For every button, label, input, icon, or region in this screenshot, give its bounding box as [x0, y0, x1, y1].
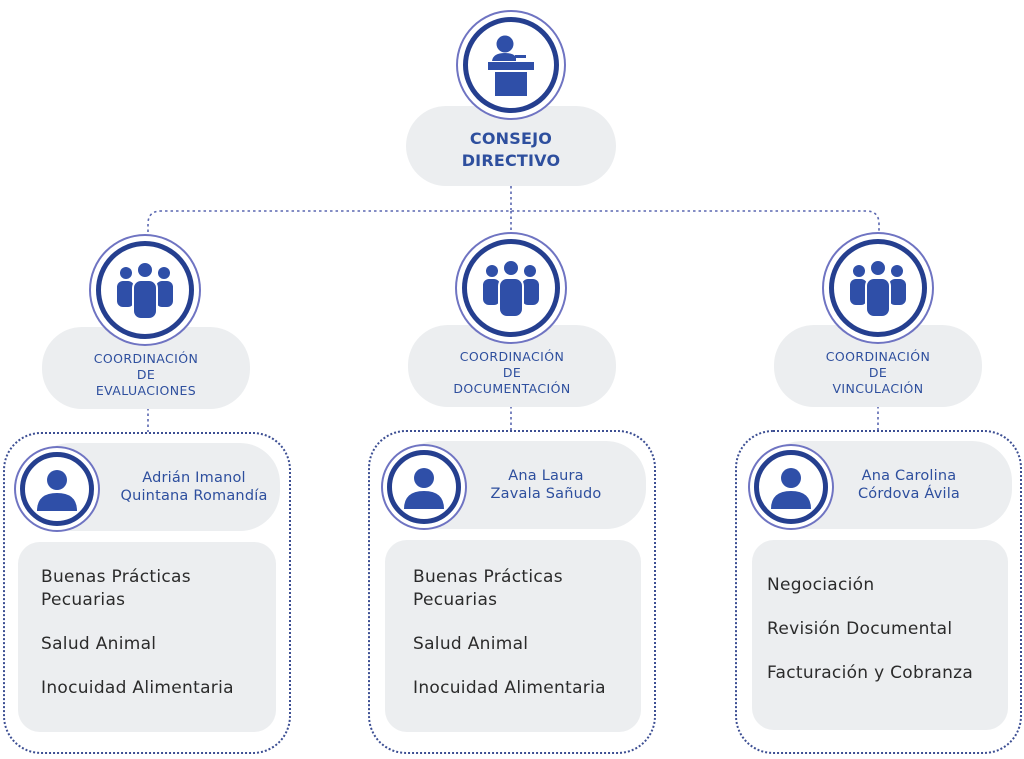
responsibilities-card-3: Negociación Revisión Documental Facturac…	[752, 540, 1008, 730]
top-icon-circle	[456, 10, 566, 120]
top-title-line2: DIRECTIVO	[461, 151, 561, 170]
coord-line1: COORDINACIÓN	[459, 349, 565, 364]
person-name-line1: Ana Laura	[508, 468, 584, 484]
group-people-icon	[483, 259, 539, 317]
coord-icon-circle-1	[89, 234, 201, 346]
coord-icon-circle-2	[455, 232, 567, 344]
person-avatar-circle-3	[748, 444, 834, 530]
card-item: Inocuidad Alimentaria	[413, 678, 606, 698]
coord-line3: DOCUMENTACIÓN	[453, 381, 571, 396]
user-avatar-icon	[404, 468, 444, 509]
card-item: Buenas Prácticas	[413, 567, 563, 587]
coordination-pill-vinculacion: COORDINACIÓN DE VINCULACIÓN	[774, 325, 982, 407]
coordination-pill-documentacion: COORDINACIÓN DE DOCUMENTACIÓN	[408, 325, 616, 407]
responsibilities-card-1: Buenas Prácticas Pecuarias Salud Animal …	[18, 542, 276, 732]
top-title-line1: CONSEJO	[469, 129, 553, 148]
coord-line1: COORDINACIÓN	[93, 351, 199, 366]
card-item: Revisión Documental	[767, 619, 953, 639]
person-name-line2: Quintana Romandía	[120, 488, 268, 504]
coord-line3: VINCULACIÓN	[832, 381, 924, 396]
podium-speaker-icon	[488, 35, 534, 96]
card-item: Pecuarias	[41, 590, 126, 610]
card-item: Buenas Prácticas	[41, 567, 191, 587]
group-people-icon	[850, 259, 906, 317]
card-item: Facturación y Cobranza	[767, 663, 974, 683]
connector-horizontal	[147, 210, 880, 232]
card-item: Negociación	[767, 575, 875, 595]
person-name-line2: Zavala Sañudo	[490, 486, 602, 502]
card-item: Salud Animal	[413, 634, 529, 654]
coord-icon-circle-3	[822, 232, 934, 344]
person-avatar-circle-1	[14, 446, 100, 532]
coordination-group-documentacion	[368, 430, 656, 754]
person-name-line2: Córdova Ávila	[857, 486, 961, 502]
card-item: Inocuidad Alimentaria	[41, 678, 234, 698]
card-item: Salud Animal	[41, 634, 157, 654]
person-name-line1: Ana Carolina	[861, 468, 957, 484]
coord-line2: DE	[136, 367, 156, 382]
coord-line2: DE	[868, 365, 888, 380]
responsibilities-card-2: Buenas Prácticas Pecuarias Salud Animal …	[385, 540, 641, 732]
coord-line3: EVALUACIONES	[95, 383, 197, 398]
user-avatar-icon	[37, 470, 77, 511]
person-name-line1: Adrián Imanol	[142, 470, 246, 486]
card-item: Pecuarias	[413, 590, 498, 610]
coordination-group-vinculacion	[735, 430, 1022, 754]
coord-line2: DE	[502, 365, 522, 380]
user-avatar-icon	[771, 468, 811, 509]
coordination-group-evaluaciones	[3, 432, 291, 754]
coord-line1: COORDINACIÓN	[825, 349, 931, 364]
group-people-icon	[117, 261, 173, 319]
person-avatar-circle-2	[381, 444, 467, 530]
